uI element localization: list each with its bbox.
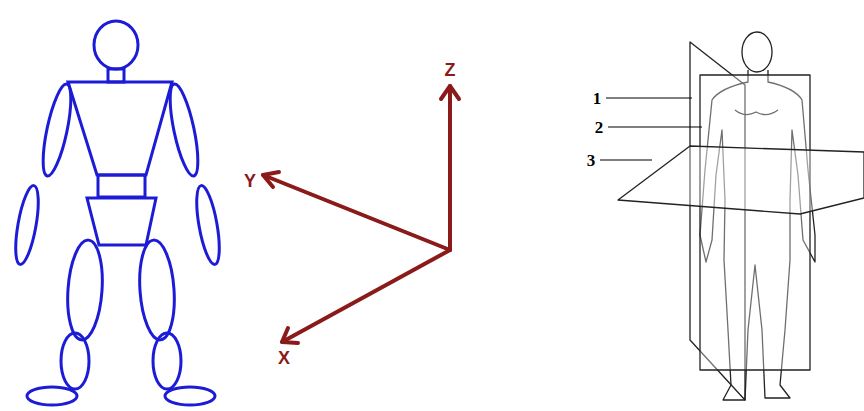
axis-label: Y [244,172,256,190]
axis-label: Z [445,61,456,79]
callout-number: 3 [587,152,596,169]
callout-number: 2 [595,119,604,136]
coordinate-axes [263,86,459,343]
leader-lines [600,98,702,160]
callout-number: 1 [593,90,602,107]
axis-label: X [278,349,290,367]
anatomical-figure [618,32,864,400]
robot-figure [11,21,224,405]
transverse-plane [618,146,864,214]
frontal-plane [700,75,810,370]
